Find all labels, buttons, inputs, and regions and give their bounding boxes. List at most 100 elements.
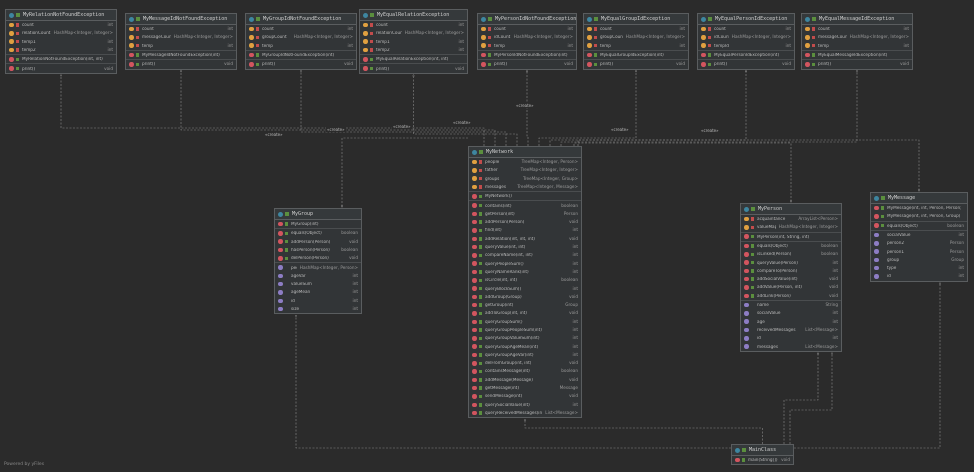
method-row[interactable]: queryGroupAgeVar(int)int (469, 351, 581, 359)
method-row[interactable]: MyGroupIdNotFoundException(int) (246, 51, 356, 59)
method-row[interactable]: queryGroupSum()int (469, 318, 581, 326)
method-row[interactable]: queryGroupPeopleSum(int)int (469, 326, 581, 334)
method-row[interactable]: isCircle(int, int)boolean (469, 276, 581, 284)
method-row[interactable]: compareName(int, int)int (469, 251, 581, 259)
method-row[interactable]: hasPerson(Person)boolean (275, 246, 361, 254)
method-row[interactable]: MyNetwork() (469, 192, 581, 200)
method-row[interactable]: addValue(Person, int)void (741, 283, 841, 291)
method-row[interactable]: queryGroupValueSum(int)int (469, 334, 581, 342)
method-row[interactable]: queryNameRank(int)int (469, 268, 581, 276)
method-row[interactable]: addLink(Person)void (741, 292, 841, 300)
method-row[interactable]: addSocialValue(int)void (741, 275, 841, 283)
method-row[interactable]: querySocialValue(int)int (469, 401, 581, 409)
method-row[interactable]: getMessage(int)Message (469, 384, 581, 392)
method-row[interactable]: print()void (246, 60, 356, 68)
method-row[interactable]: queryPeopleSum()int (469, 260, 581, 268)
method-row[interactable]: equals(Object)boolean (741, 242, 841, 250)
method-row[interactable]: equals(Object)boolean (871, 222, 967, 230)
method-row[interactable]: queryValue(int, int)int (469, 243, 581, 251)
method-row[interactable]: MyRelationNotFoundException(int, int) (6, 55, 116, 63)
method-row[interactable]: isLinked(Person)boolean (741, 250, 841, 258)
method-row[interactable]: find(int)int (469, 226, 581, 234)
method-row[interactable]: print()void (584, 60, 688, 68)
method-row[interactable]: main(String[])void (732, 456, 793, 464)
method-row[interactable]: queryGroupAgeMean(int)int (469, 343, 581, 351)
method-row[interactable]: MyGroup(int) (275, 220, 361, 228)
method-row[interactable]: addMessage(Message)void (469, 376, 581, 384)
method-row[interactable]: MyPerson(int, String, int) (741, 233, 841, 241)
method-row[interactable]: print()void (360, 64, 467, 72)
method-row[interactable]: queryReceivedMessages(int)List<Message> (469, 409, 581, 417)
method-row[interactable]: equals(Object)boolean (275, 229, 361, 237)
method-row[interactable]: addPerson(Person)void (275, 238, 361, 246)
method-row[interactable]: getPerson(int)Person (469, 210, 581, 218)
method-row[interactable]: MyEqualPersonIdException(int) (698, 51, 794, 59)
method-row[interactable]: MyEqualMessageIdException(int) (802, 51, 912, 59)
property-row[interactable]: peopleHashMap<Integer, Person> (275, 263, 361, 271)
method-row[interactable]: print()void (478, 60, 576, 68)
method-row[interactable]: delPerson(Person)void (275, 254, 361, 262)
method-row[interactable]: addRelation(int, int, int)void (469, 235, 581, 243)
method-row[interactable]: MyPersonIdNotFoundException(int) (478, 51, 576, 59)
method-row[interactable]: delFromGroup(int, int)void (469, 359, 581, 367)
method-row[interactable]: containsMessage(int)boolean (469, 367, 581, 375)
method-row[interactable]: MyMessageIdNotFoundException(int) (126, 51, 236, 59)
method-row[interactable]: print()void (802, 60, 912, 68)
method-row[interactable]: contains(int)boolean (469, 201, 581, 209)
method-row[interactable]: queryBlockSum()int (469, 284, 581, 292)
method-row[interactable]: print()void (126, 60, 236, 68)
method-row[interactable]: addPerson(Person)void (469, 218, 581, 226)
